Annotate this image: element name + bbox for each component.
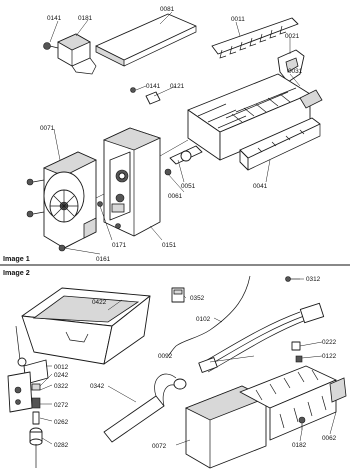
ejector-comb-part — [211, 17, 299, 59]
part-label-0031: 0031 — [288, 68, 303, 75]
part-label-0272: 0272 — [54, 402, 69, 409]
motor-cover-part — [42, 151, 97, 249]
bearing-part — [145, 91, 161, 105]
part-label-0072: 0072 — [152, 443, 167, 450]
image-1-assembly — [26, 13, 323, 252]
part-label-0092: 0092 — [158, 353, 173, 360]
mold-part — [187, 73, 323, 161]
part-label-0121: 0121 — [170, 83, 185, 90]
part-label-0242: 0242 — [54, 372, 69, 379]
shaft-part — [164, 145, 203, 176]
ice-maker-body-part — [239, 365, 347, 441]
part-label-0102: 0102 — [196, 316, 211, 323]
screw-part — [26, 178, 45, 186]
part-label-0422: 0422 — [92, 299, 107, 306]
wiring-harness-part — [198, 302, 325, 373]
screw-part — [26, 210, 45, 218]
screw-part — [43, 42, 59, 50]
part-label-0061: 0061 — [168, 193, 183, 200]
part-label-0051: 0051 — [181, 183, 196, 190]
part-label-0012: 0012 — [54, 364, 69, 371]
part-label-0181: 0181 — [78, 15, 93, 22]
screw-part — [285, 276, 300, 282]
part-label-0021: 0021 — [285, 33, 300, 40]
screw-part — [298, 416, 306, 430]
heater-part — [239, 117, 321, 171]
housing-part — [102, 127, 162, 237]
ice-bucket-part — [21, 287, 151, 365]
water-valve-part — [7, 325, 49, 413]
part-label-0171: 0171 — [112, 242, 127, 249]
image-2-part-labels: 0312 0422 0352 0102 0222 0092 0122 0012 … — [54, 276, 337, 450]
part-label-0222: 0222 — [322, 339, 337, 346]
part-label-0312: 0312 — [306, 276, 321, 283]
part-label-0062: 0062 — [322, 435, 337, 442]
feeler-arm-part — [167, 275, 251, 357]
part-label-0282: 0282 — [54, 442, 69, 449]
screw-part — [97, 201, 121, 229]
screw-part — [58, 239, 81, 252]
image-2-leader-lines — [39, 278, 337, 446]
part-label-0081: 0081 — [160, 6, 175, 13]
fill-tube-part — [103, 373, 187, 443]
image-2-label: Image 2 — [3, 268, 30, 277]
image-1-part-labels: 0141 0181 0081 0011 0021 0031 0141 0121 … — [40, 6, 303, 263]
valve-stack-part — [29, 383, 43, 468]
part-label-0322: 0322 — [54, 383, 69, 390]
part-label-0151: 0151 — [162, 242, 177, 249]
clip-part — [171, 287, 185, 303]
part-label-0262: 0262 — [54, 419, 69, 426]
screw-part — [130, 87, 136, 93]
small-parts — [291, 341, 303, 363]
image-1-leader-lines — [49, 11, 301, 255]
part-label-0071: 0071 — [40, 125, 55, 132]
part-label-0161: 0161 — [96, 256, 111, 263]
part-label-0141: 0141 — [47, 15, 62, 22]
part-label-0141: 0141 — [146, 83, 161, 90]
image-2-assembly — [7, 275, 347, 469]
part-label-0182: 0182 — [292, 442, 307, 449]
part-label-0041: 0041 — [253, 183, 268, 190]
part-label-0122: 0122 — [322, 353, 337, 360]
part-label-0011: 0011 — [231, 16, 245, 23]
cover-bracket-part — [57, 33, 97, 75]
image-1-label: Image 1 — [3, 254, 30, 263]
part-label-0342: 0342 — [90, 383, 105, 390]
part-label-0352: 0352 — [190, 295, 205, 302]
cover-plate-part — [95, 13, 197, 67]
stripper-part — [277, 49, 305, 83]
